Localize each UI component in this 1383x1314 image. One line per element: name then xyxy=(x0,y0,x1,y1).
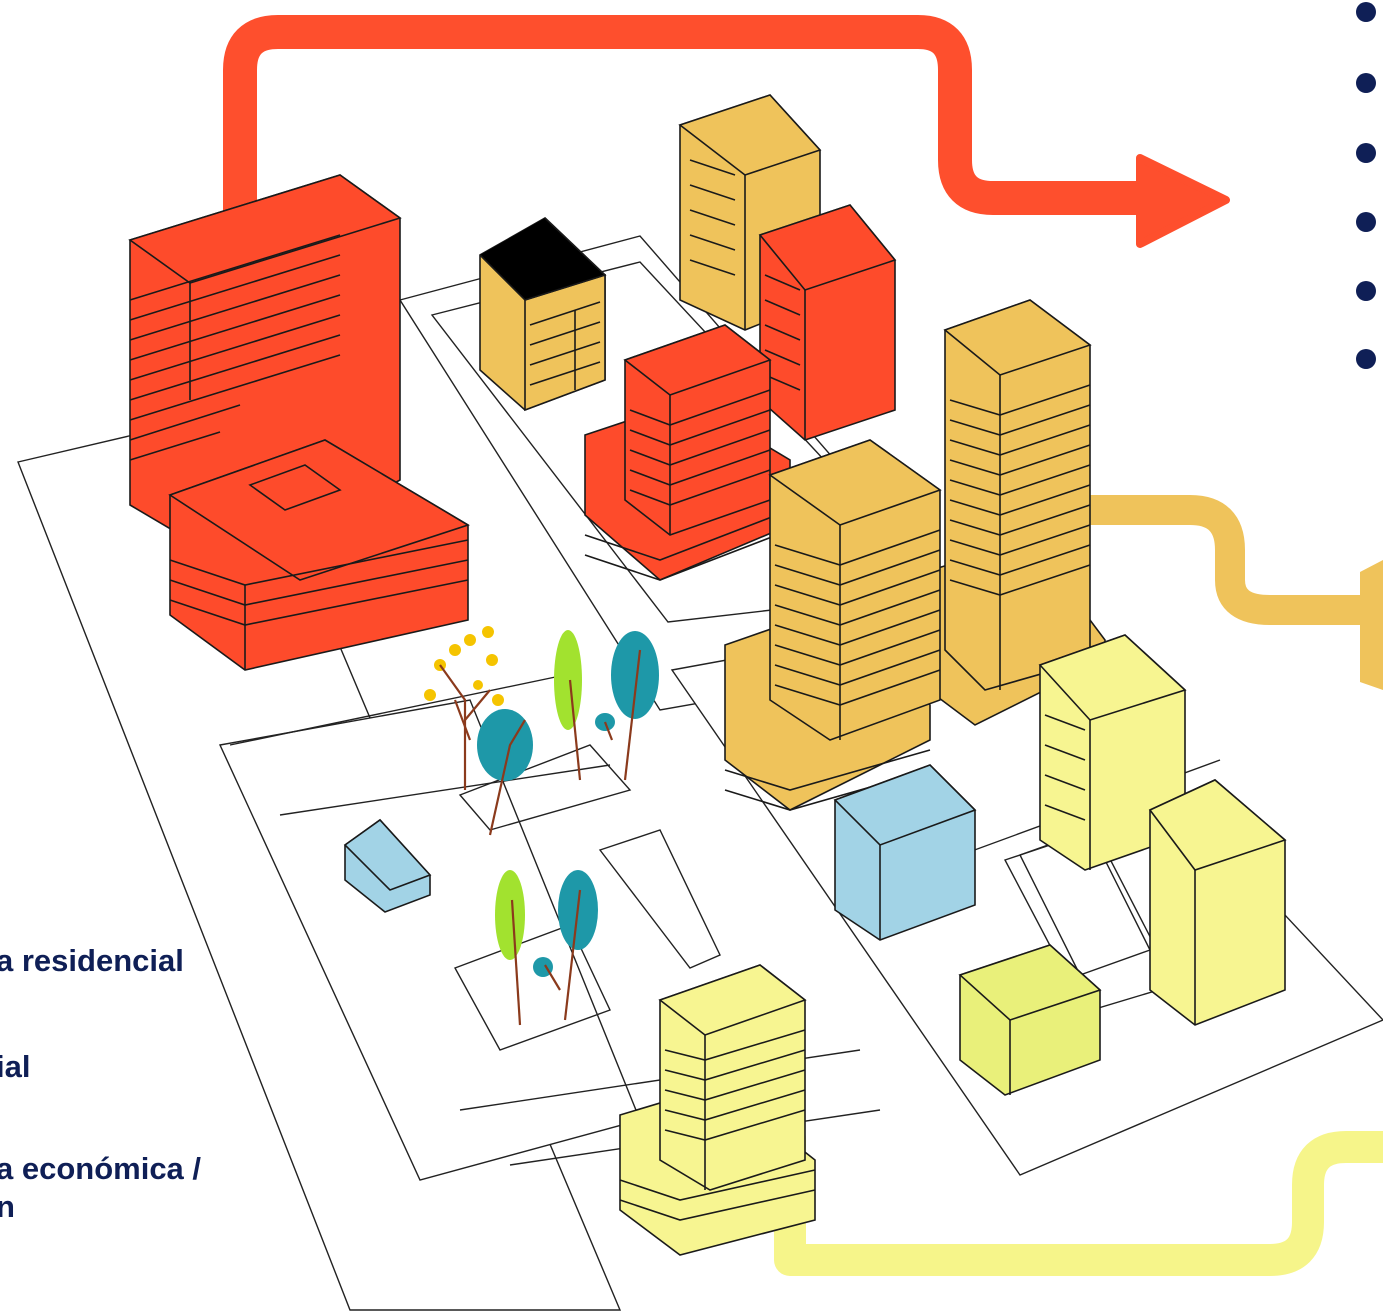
red-arrow xyxy=(223,15,1230,248)
yellow-tall-block xyxy=(1148,779,1287,1026)
red-l-building xyxy=(128,174,470,671)
bullet-point xyxy=(1356,143,1376,163)
yellow-tower-front xyxy=(619,964,816,1256)
trees xyxy=(424,626,659,1026)
bullet-point xyxy=(1356,2,1376,22)
blue-small-house xyxy=(343,818,432,913)
yellow-small-house xyxy=(958,944,1102,1096)
red-tower-podium xyxy=(584,324,791,581)
orange-arrow xyxy=(1085,495,1383,690)
bullet-point xyxy=(1356,73,1376,93)
bullet-point xyxy=(1356,212,1376,232)
bullet-point xyxy=(1356,281,1376,301)
blue-building xyxy=(833,764,977,941)
bullet-point xyxy=(1356,349,1376,369)
orange-twin-towers xyxy=(724,299,1106,811)
red-tall-house xyxy=(758,204,897,441)
orange-house-small xyxy=(479,217,607,412)
